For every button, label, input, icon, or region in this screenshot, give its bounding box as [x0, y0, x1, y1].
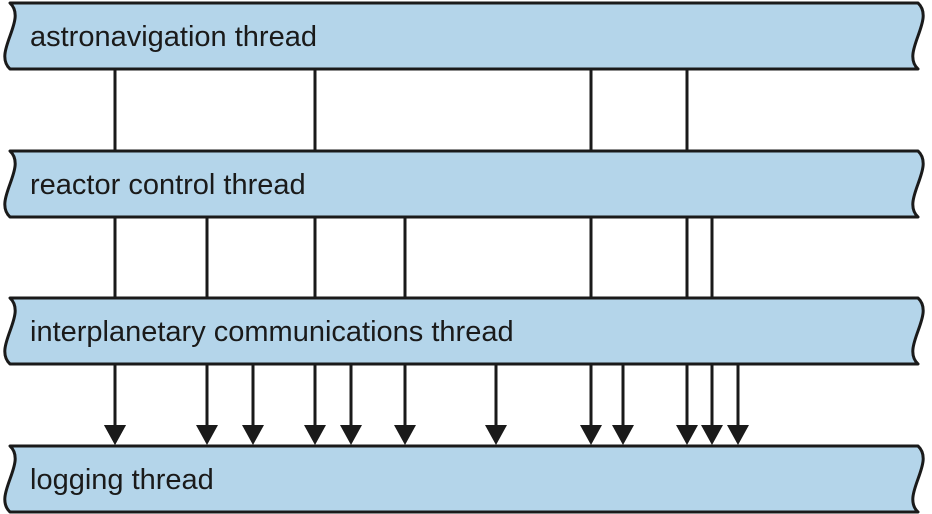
- arrowhead-icon: [485, 425, 507, 445]
- thread-band-astronavigation: astronavigation thread: [3, 1, 925, 71]
- thread-band-shape: [3, 1, 925, 71]
- message-astronavigation-to-logging: [676, 69, 698, 445]
- arrowhead-icon: [242, 425, 264, 445]
- thread-band-comms: interplanetary communications thread: [3, 296, 925, 366]
- message-reactor-to-logging: [701, 217, 723, 445]
- thread-band-logging: logging thread: [3, 444, 925, 514]
- message-astronavigation-to-logging: [580, 69, 602, 445]
- message-comms-to-logging: [727, 364, 749, 445]
- message-reactor-to-logging: [196, 217, 218, 445]
- message-astronavigation-to-logging: [304, 69, 326, 445]
- thread-band-reactor: reactor control thread: [3, 149, 925, 219]
- arrowhead-icon: [304, 425, 326, 445]
- message-comms-to-logging: [612, 364, 634, 445]
- thread-band-shape: [3, 296, 925, 366]
- message-reactor-to-logging: [394, 217, 416, 445]
- thread-band-shape: [3, 149, 925, 219]
- message-comms-to-logging: [104, 364, 126, 445]
- message-comms-to-logging: [340, 364, 362, 445]
- arrowhead-icon: [196, 425, 218, 445]
- arrowhead-icon: [612, 425, 634, 445]
- thread-label-astronavigation: astronavigation thread: [30, 21, 317, 53]
- thread-label-comms: interplanetary communications thread: [30, 316, 514, 348]
- arrowhead-icon: [580, 425, 602, 445]
- arrowhead-icon: [340, 425, 362, 445]
- message-comms-to-logging: [242, 364, 264, 445]
- arrowhead-icon: [104, 425, 126, 445]
- message-lines: [104, 69, 749, 445]
- thread-label-logging: logging thread: [30, 464, 214, 496]
- thread-band-shape: [3, 444, 925, 514]
- arrowhead-icon: [701, 425, 723, 445]
- arrowhead-icon: [676, 425, 698, 445]
- arrowhead-icon: [394, 425, 416, 445]
- thread-bands: astronavigation thread reactor control th…: [3, 1, 925, 514]
- message-comms-to-logging: [485, 364, 507, 445]
- arrowhead-icon: [727, 425, 749, 445]
- thread-label-reactor: reactor control thread: [30, 169, 306, 201]
